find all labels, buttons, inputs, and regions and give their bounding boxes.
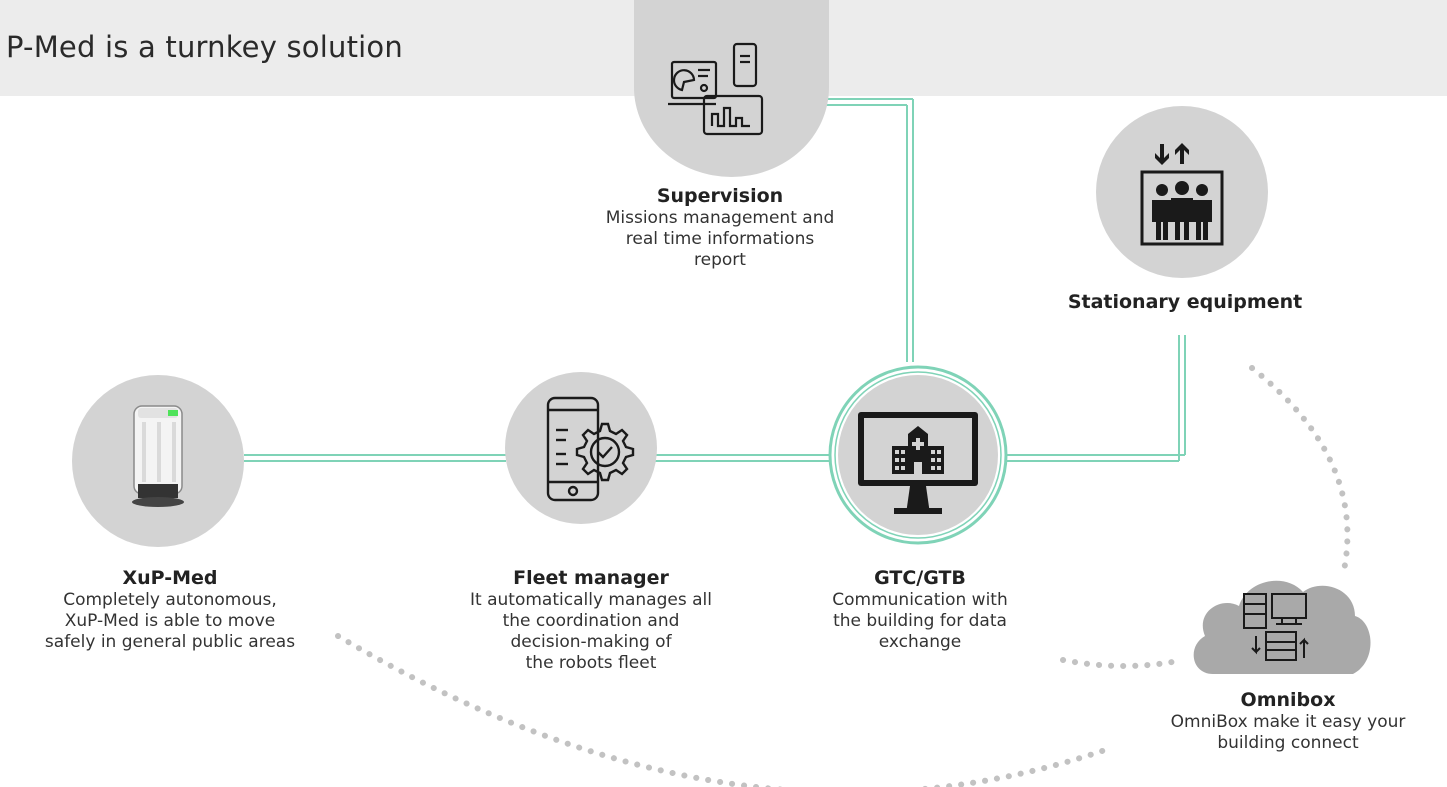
omnibox-desc: OmniBox make it easy your building conne…	[1170, 712, 1406, 753]
supervision-title: Supervision	[656, 185, 784, 207]
xup-med-title: XuP-Med	[122, 567, 218, 589]
supervision-circle	[634, 0, 829, 177]
elevator-icon	[1140, 143, 1224, 246]
dashboard-devices-icon	[668, 42, 764, 136]
omnibox-title: Omnibox	[1240, 689, 1336, 711]
fleet-manager-desc: It automatically manages all the coordin…	[470, 590, 712, 673]
monitor-hospital-icon	[858, 412, 978, 514]
xup-med-label: XuP-Med Completely autonomous, XuP-Med i…	[0, 568, 340, 653]
main-connector	[244, 335, 1186, 462]
xup-med-desc: Completely autonomous, XuP-Med is able t…	[44, 590, 296, 652]
supervision-connector	[826, 98, 914, 362]
omnibox-cloud	[1193, 580, 1371, 674]
page-title: P-Med is a turnkey solution	[6, 30, 403, 64]
stationary-title: Stationary equipment	[1067, 291, 1303, 313]
supervision-label: Supervision Missions management and real…	[555, 186, 885, 271]
dotted-path-right	[1249, 365, 1351, 578]
robot-icon	[132, 405, 184, 507]
fleet-manager-title: Fleet manager	[513, 567, 669, 589]
cloud-servers-icon	[1243, 593, 1309, 661]
gtc-gtb-label: GTC/GTB Communication with the building …	[770, 568, 1070, 653]
fleet-manager-label: Fleet manager It automatically manages a…	[420, 568, 762, 674]
dotted-path-bottom	[335, 633, 1111, 787]
dotted-path-gtc-omnibox	[1060, 657, 1186, 669]
omnibox-label: Omnibox OmniBox make it easy your buildi…	[1132, 690, 1444, 754]
gtc-gtb-title: GTC/GTB	[874, 567, 966, 589]
supervision-desc: Missions management and real time inform…	[605, 208, 835, 270]
phone-gear-check-icon	[546, 396, 635, 502]
gtc-gtb-desc: Communication with the building for data…	[832, 590, 1008, 652]
stationary-label: Stationary equipment	[1030, 292, 1340, 314]
